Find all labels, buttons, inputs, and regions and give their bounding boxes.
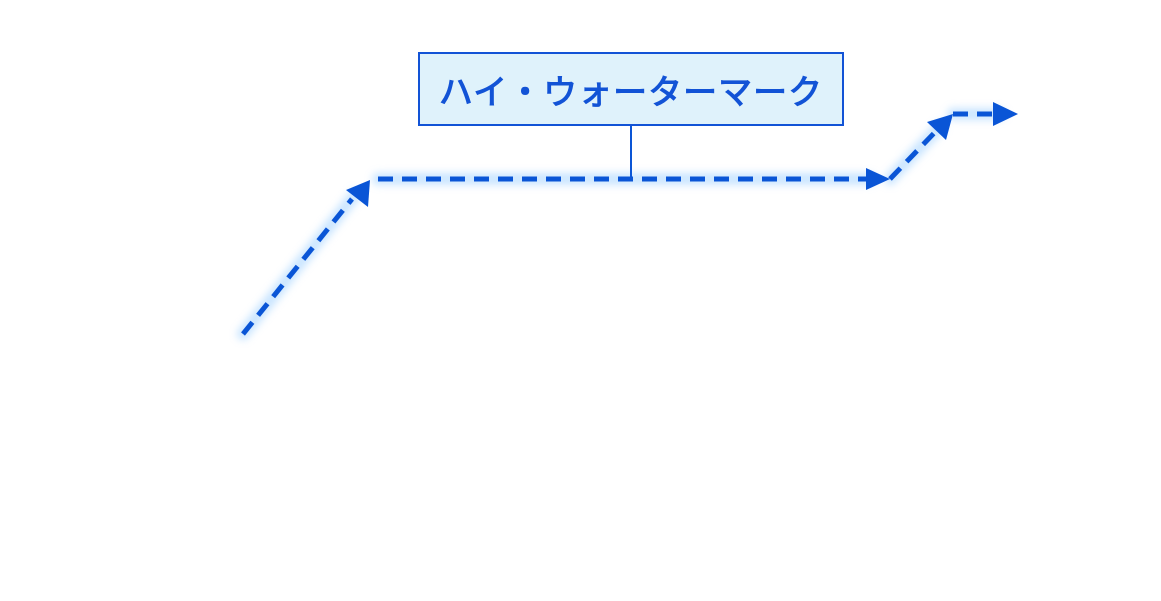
arrowhead-icon [346,180,370,207]
high-water-mark-label: ハイ・ウォーターマーク [438,72,824,113]
rising-segment [241,197,354,336]
arrowhead-icon [927,114,953,140]
arrowhead-icon [993,102,1018,126]
arrowhead-icon [866,168,890,190]
high-water-mark-label-box: ハイ・ウォーターマーク [418,52,844,126]
path-glow [237,108,1006,340]
second-rise-segment [888,127,940,181]
